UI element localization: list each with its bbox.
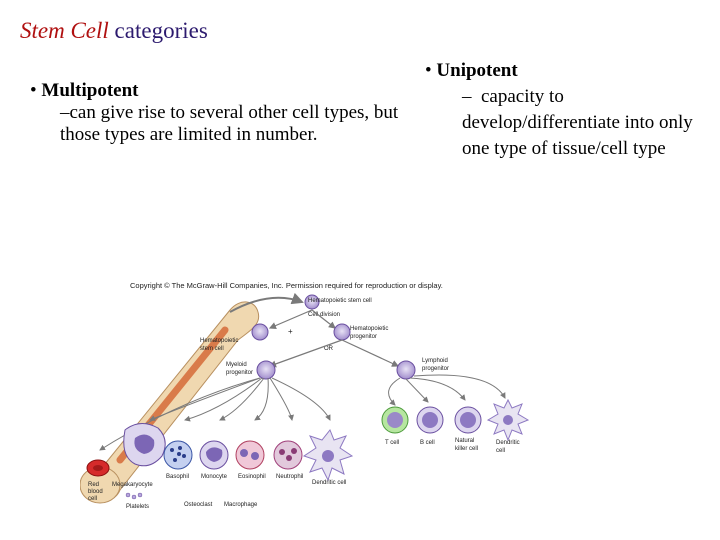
division-arrow-left bbox=[268, 309, 313, 329]
hemato-progenitor-label-2: progenitor bbox=[350, 334, 377, 340]
dash: – bbox=[462, 86, 472, 107]
eosinophil-cell bbox=[235, 440, 265, 470]
hemato-progenitor-label-1: Hematopoietic bbox=[350, 326, 388, 332]
myeloid-label-1: Myeloid bbox=[226, 362, 247, 368]
lymphoid-label-1: Lymphoid bbox=[422, 358, 448, 364]
rbc-center bbox=[93, 465, 103, 471]
unipotent-body-rest: develop/differentiate into only one type… bbox=[462, 112, 693, 159]
title-rest: categories bbox=[108, 18, 208, 43]
hsc-top-cell bbox=[304, 294, 320, 310]
multipotent-heading-line: • Multipotent bbox=[30, 80, 410, 102]
multipotent-heading: Multipotent bbox=[41, 80, 139, 101]
multipotent-body: –can give rise to several other cell typ… bbox=[60, 102, 399, 145]
plus-sign: + bbox=[288, 327, 293, 336]
platelets-label: Platelets bbox=[126, 504, 149, 510]
to-lymphoid-arrow bbox=[341, 339, 400, 367]
neutrophil-cell bbox=[273, 440, 303, 470]
rbc-label-2: blood bbox=[88, 489, 103, 495]
cell-division-label: Cell division bbox=[308, 312, 340, 318]
macrophage-label: Macrophage bbox=[224, 502, 258, 508]
nk-cell-nucleus bbox=[460, 412, 476, 428]
rbc-label-3: cell bbox=[88, 496, 97, 502]
progenitor-cell bbox=[333, 323, 351, 341]
unipotent-first-line: – capacity to bbox=[462, 84, 715, 110]
t-cell-nucleus bbox=[387, 412, 403, 428]
or-label: OR bbox=[324, 346, 334, 352]
title-italic: Stem Cell bbox=[20, 18, 109, 43]
nk-label-1: Natural bbox=[455, 438, 474, 444]
multipotent-block: • Multipotent –can give rise to several … bbox=[30, 80, 410, 146]
nk-label-2: killer cell bbox=[455, 446, 478, 452]
hematopoiesis-figure: Copyright © The McGraw-Hill Companies, I… bbox=[80, 281, 530, 510]
dendritic-left-label: Dendritic cell bbox=[312, 480, 346, 486]
dendritic-right-label-2: cell bbox=[496, 448, 505, 454]
unipotent-heading: Unipotent bbox=[436, 60, 518, 81]
hsc-left-label-1: Hematopoietic bbox=[200, 338, 238, 344]
lymphoid-label-2: progenitor bbox=[422, 366, 449, 372]
myeloid-branches bbox=[99, 377, 331, 451]
b-cell-nucleus bbox=[422, 412, 438, 428]
slide-title: Stem Cell categories bbox=[20, 18, 208, 44]
dendritic-right-label-1: Dendritic bbox=[496, 440, 520, 446]
hsc-left-label-2: stem cell bbox=[200, 346, 224, 352]
osteoclast-label: Osteoclast bbox=[184, 502, 213, 508]
megakaryocyte-label: Megakaryocyte bbox=[112, 482, 153, 488]
dendritic-cell-right bbox=[486, 398, 530, 442]
bullet: • bbox=[425, 60, 432, 81]
hsc-left-cell bbox=[251, 323, 269, 341]
rbc-label-1: Red bbox=[88, 482, 99, 488]
platelets bbox=[125, 492, 143, 500]
unipotent-body-first: capacity to bbox=[481, 86, 564, 107]
copyright-note: Copyright © The McGraw-Hill Companies, I… bbox=[130, 281, 443, 290]
myeloid-cell bbox=[256, 360, 276, 380]
megakaryocyte-cell bbox=[123, 423, 166, 467]
monocyte-label: Monocyte bbox=[201, 474, 228, 480]
to-myeloid-arrow bbox=[268, 339, 343, 368]
bone-to-hsc-arrow bbox=[229, 292, 304, 313]
dendritic-cell-left bbox=[302, 429, 354, 482]
unipotent-heading-line: • Unipotent bbox=[425, 58, 715, 84]
neutrophil-label: Neutrophil bbox=[276, 474, 303, 480]
division-arrow-right bbox=[311, 309, 336, 329]
hsc-top-label: Hematopoietic stem cell bbox=[308, 298, 372, 304]
myeloid-label-2: progenitor bbox=[226, 370, 253, 376]
eosinophil-label: Eosinophil bbox=[238, 474, 266, 480]
b-cell-label: B cell bbox=[420, 440, 435, 446]
lymphoid-branches bbox=[388, 374, 506, 406]
unipotent-block: • Unipotent – capacity to develop/differ… bbox=[425, 58, 715, 162]
monocyte-cell bbox=[199, 440, 229, 470]
bullet: • bbox=[30, 80, 37, 101]
basophil-label: Basophil bbox=[166, 474, 189, 480]
lymphoid-cell bbox=[396, 360, 416, 380]
basophil-cell bbox=[163, 440, 193, 470]
t-cell-label: T cell bbox=[385, 440, 399, 446]
